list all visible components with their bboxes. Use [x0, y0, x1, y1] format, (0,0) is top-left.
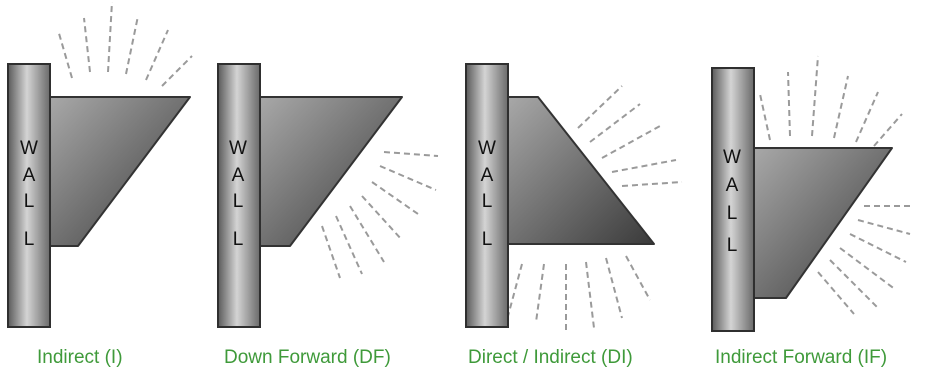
- fixture-direct-indirect: [507, 96, 655, 245]
- light-rays-indirect: [57, 1, 193, 87]
- light-rays-direct-indirect-up: [577, 85, 683, 187]
- light-rays-down-forward: [321, 151, 439, 279]
- wall-letter-l2: L: [727, 235, 738, 256]
- wall-letter-w: W: [723, 147, 741, 168]
- wall-letter-l1: L: [233, 191, 244, 212]
- caption-down-forward: Down Forward (DF): [224, 347, 391, 368]
- wall-label-down-forward: W A L L: [229, 138, 247, 250]
- wall-letter-l2: L: [24, 229, 35, 250]
- light-rays-direct-indirect-down: [507, 255, 651, 330]
- wall-letter-l1: L: [24, 191, 35, 212]
- wall-indirect-forward: [711, 67, 755, 332]
- wall-letter-a: A: [726, 175, 739, 196]
- light-rays-indirect-forward-down: [817, 205, 912, 315]
- wall-letter-l2: L: [482, 229, 493, 250]
- wall-letter-a: A: [481, 165, 494, 186]
- wall-letter-l1: L: [727, 203, 738, 224]
- wall-down-forward: [217, 63, 261, 328]
- wall-letter-l2: L: [233, 229, 244, 250]
- caption-direct-indirect: Direct / Indirect (DI): [468, 347, 633, 368]
- wall-letter-a: A: [232, 165, 245, 186]
- fixture-indirect: [49, 96, 191, 247]
- wall-indirect: [7, 63, 51, 328]
- fixture-down-forward: [259, 96, 403, 247]
- wall-letter-w: W: [478, 138, 496, 159]
- figure-direct-indirect: W A L L Direct / Indirect (DI): [465, 63, 683, 368]
- figure-indirect-forward: W A L L Indirect Forward (IF): [711, 55, 912, 368]
- wall-label-indirect: W A L L: [20, 138, 38, 250]
- figure-indirect: W A L L Indirect (I): [7, 1, 193, 368]
- wall-label-direct-indirect: W A L L: [478, 138, 496, 250]
- figure-down-forward: W A L L Down Forward (DF): [217, 63, 439, 368]
- wall-letter-l1: L: [482, 191, 493, 212]
- wall-letter-a: A: [23, 165, 36, 186]
- caption-indirect: Indirect (I): [37, 347, 123, 368]
- wall-direct-indirect: [465, 63, 509, 328]
- light-rays-indirect-forward-up: [759, 55, 903, 147]
- wall-letter-w: W: [20, 138, 38, 159]
- wall-letter-w: W: [229, 138, 247, 159]
- wall-label-indirect-forward: W A L L: [723, 147, 741, 256]
- caption-indirect-forward: Indirect Forward (IF): [715, 347, 887, 368]
